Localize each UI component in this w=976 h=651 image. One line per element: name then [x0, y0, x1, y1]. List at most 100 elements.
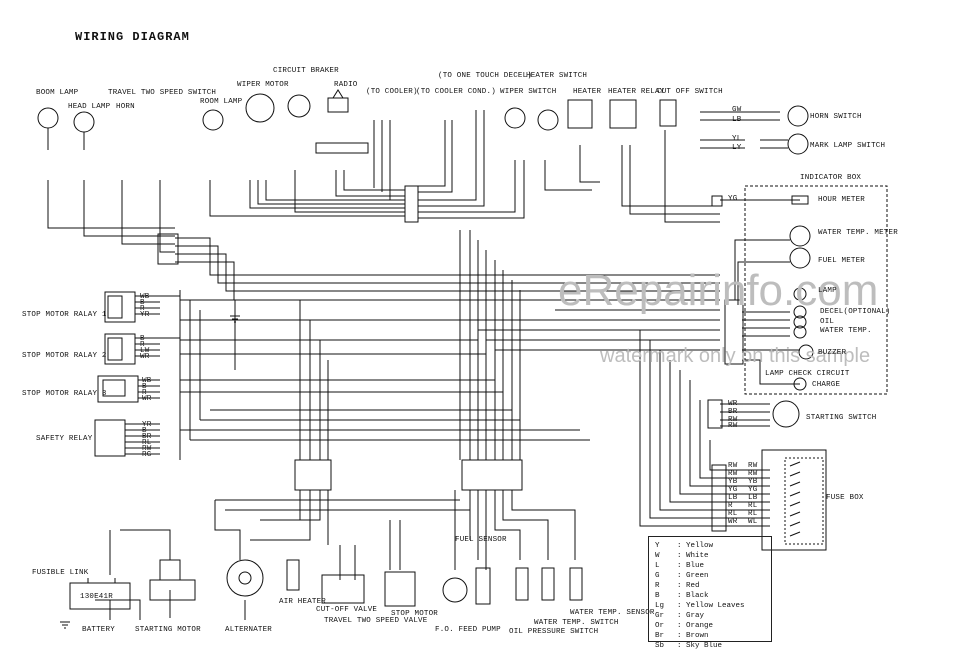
wire-code: YR — [140, 311, 150, 319]
label-oil-pressure-switch: OIL PRESSURE SWITCH — [509, 628, 599, 636]
wire-code: RG — [142, 451, 152, 459]
legend-code: Sb — [655, 642, 665, 650]
legend-row: Y: Yellow — [655, 542, 714, 550]
label-travel-two-speed-valve: TRAVEL TWO SPEED VALVE — [324, 617, 428, 625]
wire-code-horn-bottom: LB — [732, 116, 742, 124]
wire-code: YG — [728, 486, 738, 494]
label-water-temp-meter: WATER TEMP. METER — [818, 229, 898, 237]
label-charge: CHARGE — [812, 381, 841, 389]
label-lamp: LAMP — [818, 287, 837, 295]
label-water-temp-switch: WATER TEMP. SWITCH — [534, 619, 619, 627]
wiper-motor-body — [245, 93, 275, 123]
legend-code: Or — [655, 622, 665, 630]
wire-code: RL — [728, 510, 738, 518]
wire-code: RL — [748, 510, 758, 518]
legend-row: Br: Brown — [655, 632, 709, 640]
wire-code: WR — [140, 353, 150, 361]
legend-color: Blue — [686, 562, 705, 570]
wire-code: R — [140, 305, 145, 313]
lower-harness — [95, 300, 576, 620]
label-head-lamp: HEAD LAMP — [68, 103, 111, 111]
label-battery: BATTERY — [82, 626, 115, 634]
label-lamp-check-circuit: LAMP CHECK CIRCUIT — [765, 370, 850, 378]
label-stop-motor-relay-3: STOP MOTOR RALAY 3 — [22, 390, 107, 398]
label-horn: HORN — [116, 103, 135, 111]
cut-off-valve-box — [321, 574, 365, 604]
legend-code: Br — [655, 632, 665, 640]
watermark-note: watermark only on this sample — [600, 345, 871, 367]
label-stop-motor-relay-2: STOP MOTOR RALAY 2 — [22, 352, 107, 360]
wire-code: YR — [142, 421, 152, 429]
label-room-lamp: ROOM LAMP — [200, 98, 243, 106]
upper-harness-bus — [47, 110, 720, 301]
label-fuel-meter: FUEL METER — [818, 257, 866, 265]
wire-code: YG — [748, 486, 758, 494]
label-water-temp-sensor: WATER TEMP. SENSOR — [570, 609, 655, 617]
legend-color: Yellow Leaves — [686, 602, 745, 610]
label-air-heater: AIR HEATER — [279, 598, 327, 606]
stop-motor-box — [384, 571, 416, 607]
legend-code: B — [655, 592, 660, 600]
label-cut-off-switch: CUT OFF SWITCH — [657, 88, 723, 96]
room-lamp-bulb — [202, 109, 224, 131]
label-cut-off-valve: CUT-OFF VALVE — [316, 606, 378, 614]
label-to-cooler-cond: (TO COOLER COND.) — [416, 88, 496, 96]
wire-code: WL — [748, 518, 758, 526]
middle-trunk — [180, 230, 770, 527]
legend-color: Black — [686, 592, 709, 600]
wire-code: WR — [142, 395, 152, 403]
label-starting-switch: STARTING SWITCH — [806, 414, 877, 422]
label-travel-two-speed-switch: TRAVEL TWO SPEED SWITCH — [108, 89, 217, 97]
label-horn-switch: HORN SWITCH — [810, 113, 862, 121]
fuel-sensor-box — [475, 567, 491, 605]
wire-code: LB — [748, 494, 758, 502]
wire-code-mark-top: YL — [732, 135, 742, 143]
battery-drawing — [69, 578, 131, 610]
label-to-one-touch-decel: (TO ONE TOUCH DECEL) — [438, 72, 533, 80]
wire-code-horn-top: GW — [732, 106, 742, 114]
wire-code: RW — [142, 445, 152, 453]
wire-code: RW — [728, 422, 738, 430]
legend-color: White — [686, 552, 709, 560]
legend-color: Sky Blue — [686, 642, 723, 650]
wire-code: RL — [142, 439, 152, 447]
legend-row: Lg: Yellow Leaves — [655, 602, 745, 610]
wire-code: RW — [728, 462, 738, 470]
legend-row: Sb: Sky Blue — [655, 642, 723, 650]
wire-code: RW — [728, 416, 738, 424]
label-alternater: ALTERNATER — [225, 626, 273, 634]
label-stop-motor-relay-1: STOP MOTOR RALAY 1 — [22, 311, 107, 319]
legend-color: Orange — [686, 622, 714, 630]
label-stop-motor: STOP MOTOR — [391, 610, 439, 618]
wire-code: RW — [748, 462, 758, 470]
label-buzzer: BUZZER — [818, 349, 847, 357]
legend-code: Gr — [655, 612, 665, 620]
legend-code: W — [655, 552, 660, 560]
wire-code: WB — [140, 293, 150, 301]
label-circuit-braker: CIRCUIT BRAKER — [273, 67, 339, 75]
label-safety-relay: SAFETY RELAY — [36, 435, 93, 443]
wire-code: BR — [142, 433, 152, 441]
watermark-brand: eRepairinfo.com — [558, 266, 879, 315]
fuse-box-drawing — [761, 449, 827, 551]
starting-motor-body — [149, 579, 196, 601]
battery-model: 130E41R — [80, 593, 113, 601]
wire-code: LW — [140, 347, 150, 355]
legend-code: Lg — [655, 602, 665, 610]
label-radio: RADIO — [334, 81, 358, 89]
feed-pump-circle — [442, 577, 468, 603]
alternator-body — [226, 559, 264, 597]
wire-code: RL — [748, 502, 758, 510]
indicator-box-wiring — [700, 111, 888, 427]
legend-code: G — [655, 572, 660, 580]
legend-color: Gray — [686, 612, 705, 620]
legend-row: Or: Orange — [655, 622, 714, 630]
legend-code: L — [655, 562, 660, 570]
label-indicator-box: INDICATOR BOX — [800, 174, 862, 182]
wire-code: LB — [728, 494, 738, 502]
relay-blocks — [94, 290, 201, 460]
wire-code: BR — [728, 408, 738, 416]
wire-code-hour-meter: YG — [728, 195, 738, 203]
legend-row: G: Green — [655, 572, 709, 580]
